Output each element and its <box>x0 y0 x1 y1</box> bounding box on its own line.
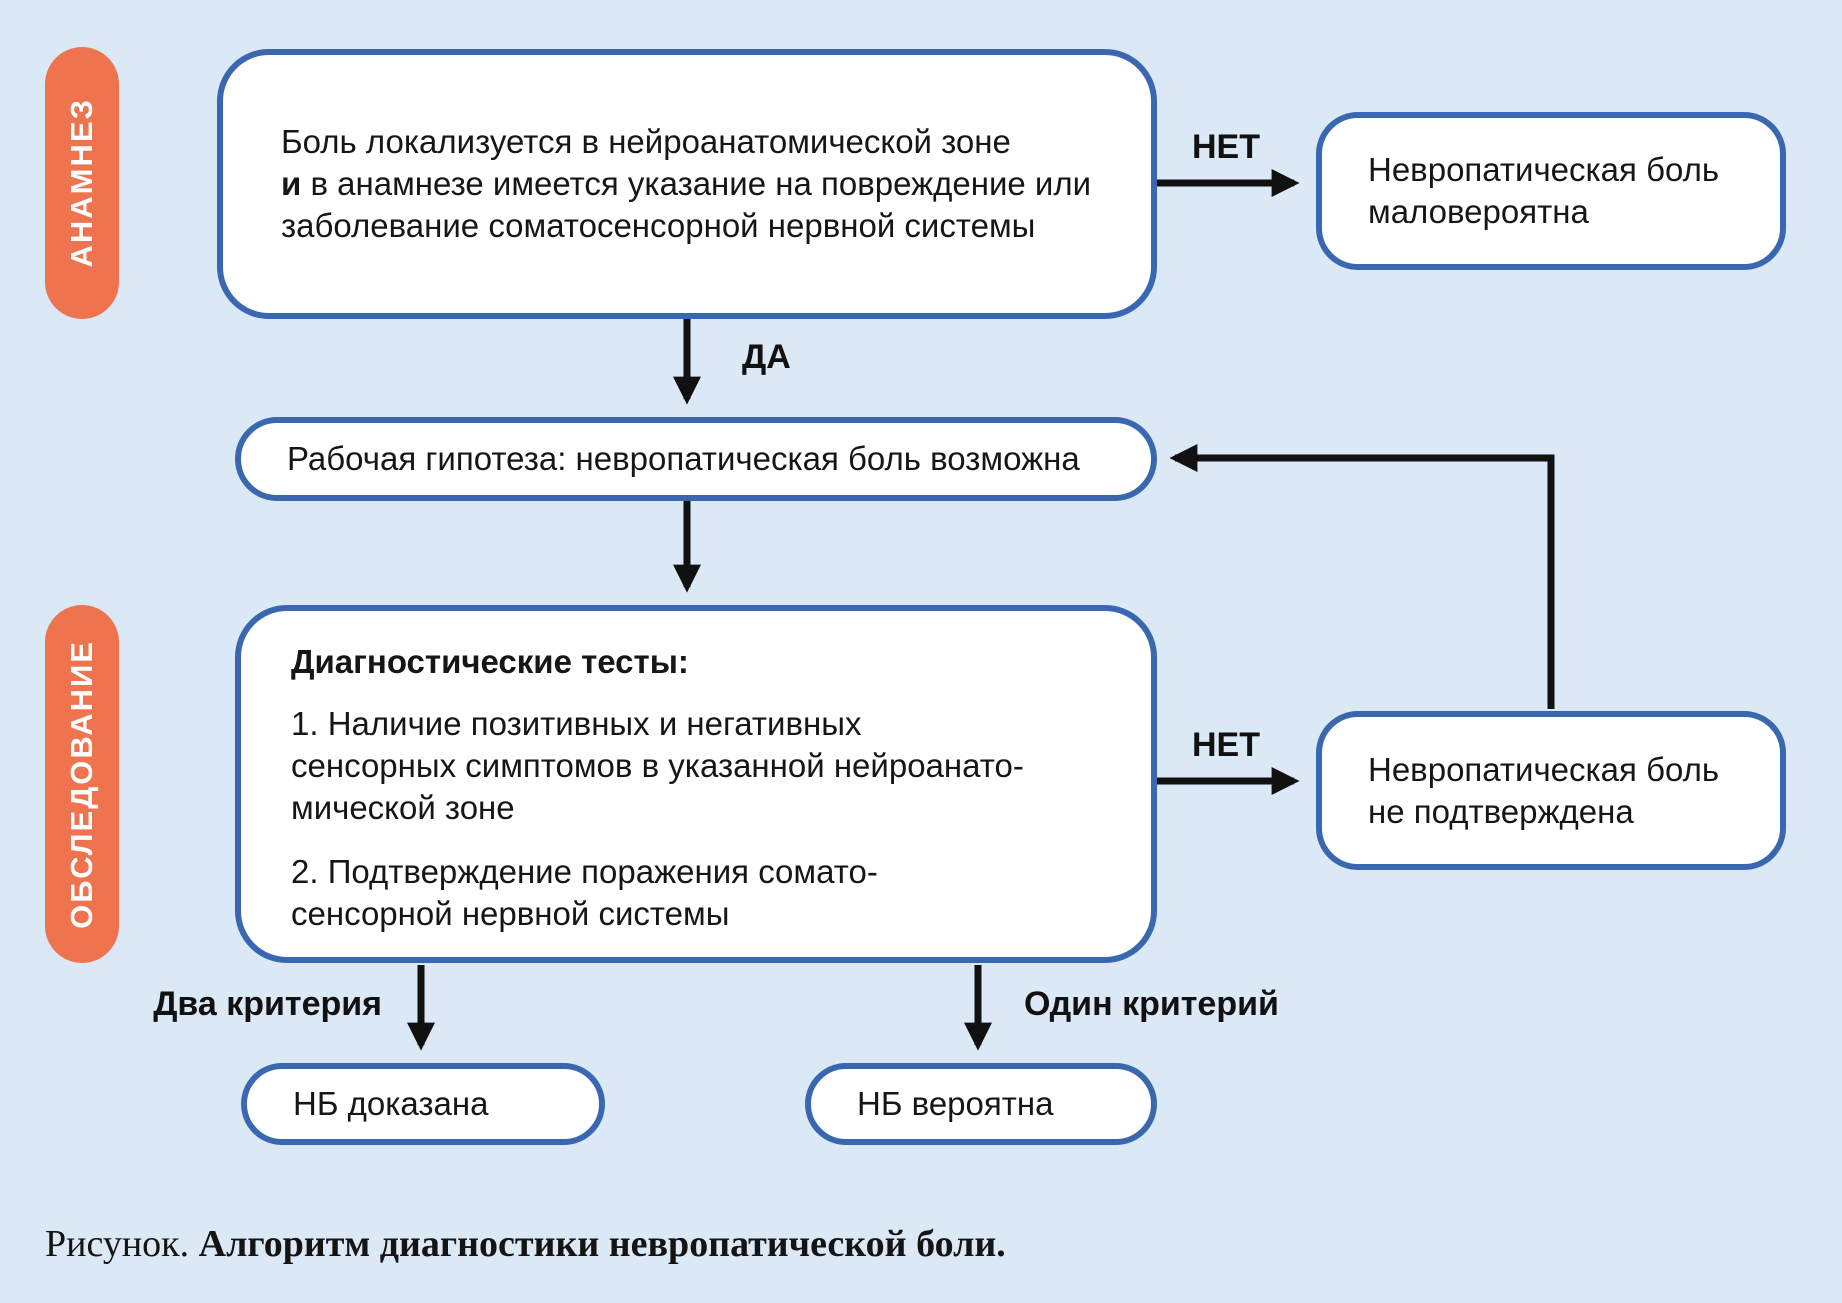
edge-label-no-bottom: НЕТ <box>1192 726 1260 764</box>
node-history-text: Боль локализуется в нейроанатомической з… <box>281 121 1093 247</box>
node-unlikely-text: Невропатическая боль маловероятна <box>1368 151 1720 230</box>
node-hypothesis: Рабочая гипотеза: невропатическая боль в… <box>235 417 1157 501</box>
history-text-bold: и <box>281 165 302 203</box>
node-hypothesis-text: Рабочая гипотеза: невропатическая боль в… <box>287 440 1080 478</box>
stage-anamnesis-label: АНАМНЕЗ <box>64 98 99 268</box>
figure-caption: Рисунок. Алгоритм диагностики невропатич… <box>45 1222 1006 1266</box>
node-tests-item1: 1. Наличие позитивных и негативных сенсо… <box>291 704 1024 826</box>
edge-label-one-criterion: Один критерий <box>1024 985 1279 1023</box>
edge-feedback <box>1169 444 1555 709</box>
stage-examination-label: ОБСЛЕДОВАНИЕ <box>64 639 99 929</box>
caption-prefix: Рисунок. <box>45 1223 199 1265</box>
node-not-confirmed: Невропатическая боль не подтверждена <box>1316 711 1786 870</box>
edge-label-two-criteria: Два критерия <box>153 985 382 1023</box>
stage-anamnesis: АНАМНЕЗ <box>45 47 119 319</box>
node-history: Боль локализуется в нейроанатомической з… <box>217 49 1157 319</box>
history-text-rest: в анамнезе имеется указание на поврежден… <box>281 165 1092 244</box>
node-proven: НБ доказана <box>241 1063 605 1145</box>
node-probable-text: НБ вероятна <box>857 1085 1054 1123</box>
node-tests: Диагностические тесты: 1. Наличие позити… <box>235 605 1157 963</box>
stage-examination: ОБСЛЕДОВАНИЕ <box>45 605 119 963</box>
node-tests-item2: 2. Подтверждение поражения сомато- сенсо… <box>291 852 878 932</box>
node-probable: НБ вероятна <box>805 1063 1157 1145</box>
node-not-confirmed-text: Невропатическая боль не подтверждена <box>1368 750 1720 830</box>
node-unlikely: Невропатическая боль маловероятна <box>1316 112 1786 270</box>
edge-label-no-top: НЕТ <box>1192 128 1260 166</box>
caption-title: Алгоритм диагностики невропатической бол… <box>198 1223 1006 1265</box>
history-text-start: Боль локализуется в нейроанатомической з… <box>281 123 1011 161</box>
edge-label-yes: ДА <box>742 338 791 376</box>
node-tests-title: Диагностические тесты: <box>291 643 689 680</box>
node-proven-text: НБ доказана <box>293 1085 489 1123</box>
